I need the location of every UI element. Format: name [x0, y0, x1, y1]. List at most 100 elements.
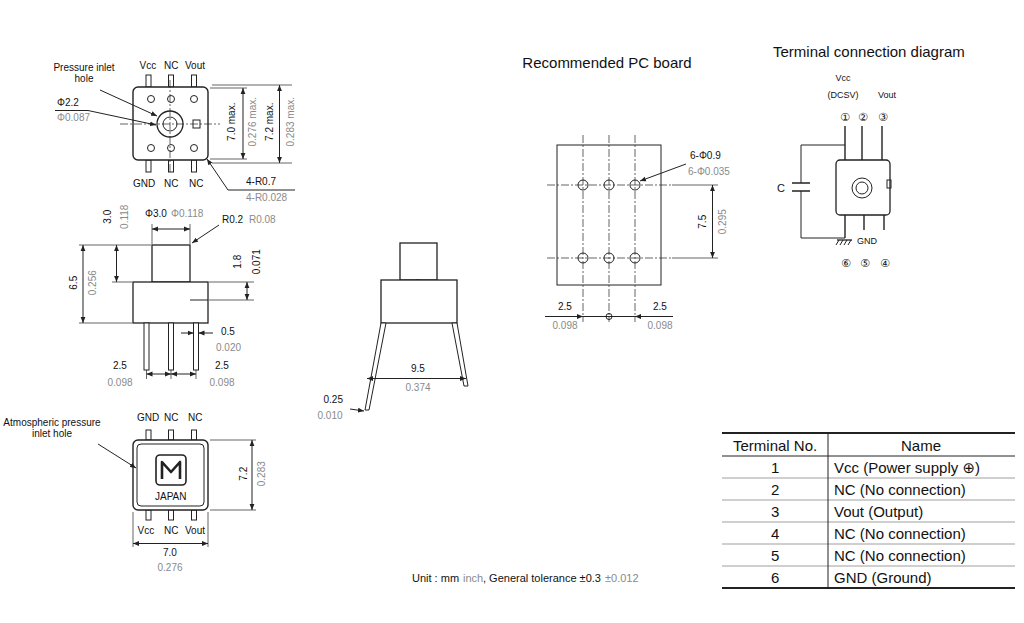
terminal-diagram: [844, 126, 845, 160]
dimension-label: 6-Φ0.035: [688, 166, 730, 178]
pin-name: NC: [189, 178, 203, 190]
dimension-label: 0.283: [255, 461, 267, 486]
terminal-diagram: [840, 240, 843, 245]
pc-board: [547, 185, 672, 186]
dimension-label: 7.2: [238, 467, 250, 481]
table-header: Terminal No.: [733, 437, 817, 454]
leader-lines: [55, 111, 156, 126]
dimension-lines: [279, 85, 280, 163]
dimension-lines: [133, 543, 208, 544]
pc-board: [547, 135, 672, 322]
terminal-diagram: [844, 215, 845, 238]
terminal-table: [722, 587, 1015, 589]
terminal-diagram: [863, 215, 864, 230]
dimension-label: 0.276 max.: [246, 97, 258, 146]
side-view: [194, 323, 199, 370]
dimension-lines: [545, 164, 718, 317]
dimension-label: 0.098: [210, 377, 235, 389]
bottom-view: [162, 462, 180, 479]
terminal-table: [722, 456, 1015, 457]
dimension-lines: [181, 333, 194, 334]
terminal-table: [722, 522, 1015, 523]
table-cell: NC (No connection): [834, 481, 966, 498]
technical-drawing: [55, 75, 1015, 588]
side-view-leads: [452, 323, 468, 386]
dimension-label: 0.118: [119, 205, 131, 229]
dimension-label: 0.5: [221, 326, 235, 338]
callout-label: Pressure inlet hole: [44, 62, 124, 85]
dimension-label: 7.0 max.: [226, 103, 238, 141]
side-view: [190, 300, 208, 301]
terminal-table: [722, 478, 1015, 479]
marking-text: JAPAN: [155, 491, 187, 503]
pin-name: Vcc: [140, 60, 157, 72]
pc-board: [604, 253, 614, 263]
dimension-label: R0.2: [222, 214, 243, 226]
dimension-lines: [112, 282, 132, 283]
pin-name: Vout: [185, 525, 205, 537]
dimension-label: Φ3.0: [145, 208, 167, 220]
side-view: [133, 282, 208, 323]
top-view: [133, 87, 208, 160]
callout-label: Atmospheric pressure inlet hole: [2, 417, 102, 440]
pc-board: [635, 135, 636, 322]
table-cell: 3: [771, 503, 779, 520]
pin-name: NC: [164, 412, 178, 424]
pin-name: GND: [137, 412, 159, 424]
dimension-lines: [350, 409, 364, 411]
dimension-lines: [152, 229, 190, 230]
terminal-diagram: [801, 191, 845, 238]
terminal-diagram: [836, 160, 890, 215]
leader-lines: [55, 90, 295, 190]
dimension-lines: [133, 512, 134, 547]
dimension-lines: [210, 85, 292, 163]
top-view: [148, 145, 155, 152]
dimension-label: Φ0.087: [57, 112, 90, 124]
pin-name: NC: [164, 60, 178, 72]
terminal-diagram: [844, 240, 847, 245]
dimension-lines: [152, 224, 153, 244]
top-view: [192, 75, 197, 87]
pin-name: NC: [188, 412, 202, 424]
dimension-lines: [199, 333, 214, 334]
dimension-lines: [247, 282, 248, 300]
table-cell: Vout (Output): [834, 503, 923, 520]
top-view: [146, 160, 151, 172]
bottom-view: [133, 440, 208, 510]
table-cell: 2: [771, 481, 779, 498]
note-text: ±0.012: [605, 572, 639, 585]
table-cell: 5: [771, 547, 779, 564]
dimension-label: 0.25: [324, 394, 343, 406]
top-view: [169, 160, 174, 172]
dimension-label: Φ2.2: [57, 97, 79, 109]
dimension-label: R0.08: [249, 214, 276, 226]
dimension-lines: [116, 245, 117, 282]
terminal-diagram: [792, 126, 891, 245]
leader-lines: [100, 90, 157, 116]
dimension-lines: [210, 440, 256, 441]
dimension-lines: [252, 440, 253, 510]
dimension-label: 7.2 max.: [264, 103, 276, 141]
dimension-lines: [210, 159, 247, 160]
pin-number: ④: [880, 257, 890, 270]
terminal-table: [722, 566, 1015, 567]
pc-board: [609, 135, 610, 322]
dimension-lines: [98, 440, 256, 547]
dimension-label: 3.0: [102, 210, 114, 224]
pin-name: Vout: [878, 90, 896, 100]
bottom-view: [169, 510, 174, 520]
dimension-label: 0.283 max.: [284, 97, 296, 146]
top-view: [169, 75, 174, 87]
table-cell: NC (No connection): [834, 547, 966, 564]
bottom-view: [137, 444, 204, 506]
dimension-label: 0.374: [406, 382, 431, 394]
dimension-lines: [208, 512, 209, 547]
note-text: , General tolerance ±0.3: [483, 572, 601, 585]
pc-board: [630, 180, 640, 190]
side-view-leads: [365, 243, 468, 410]
pin-name: NC: [164, 525, 178, 537]
dimension-lines: [79, 224, 254, 379]
dimension-lines: [210, 510, 256, 511]
top-view: [191, 145, 198, 152]
